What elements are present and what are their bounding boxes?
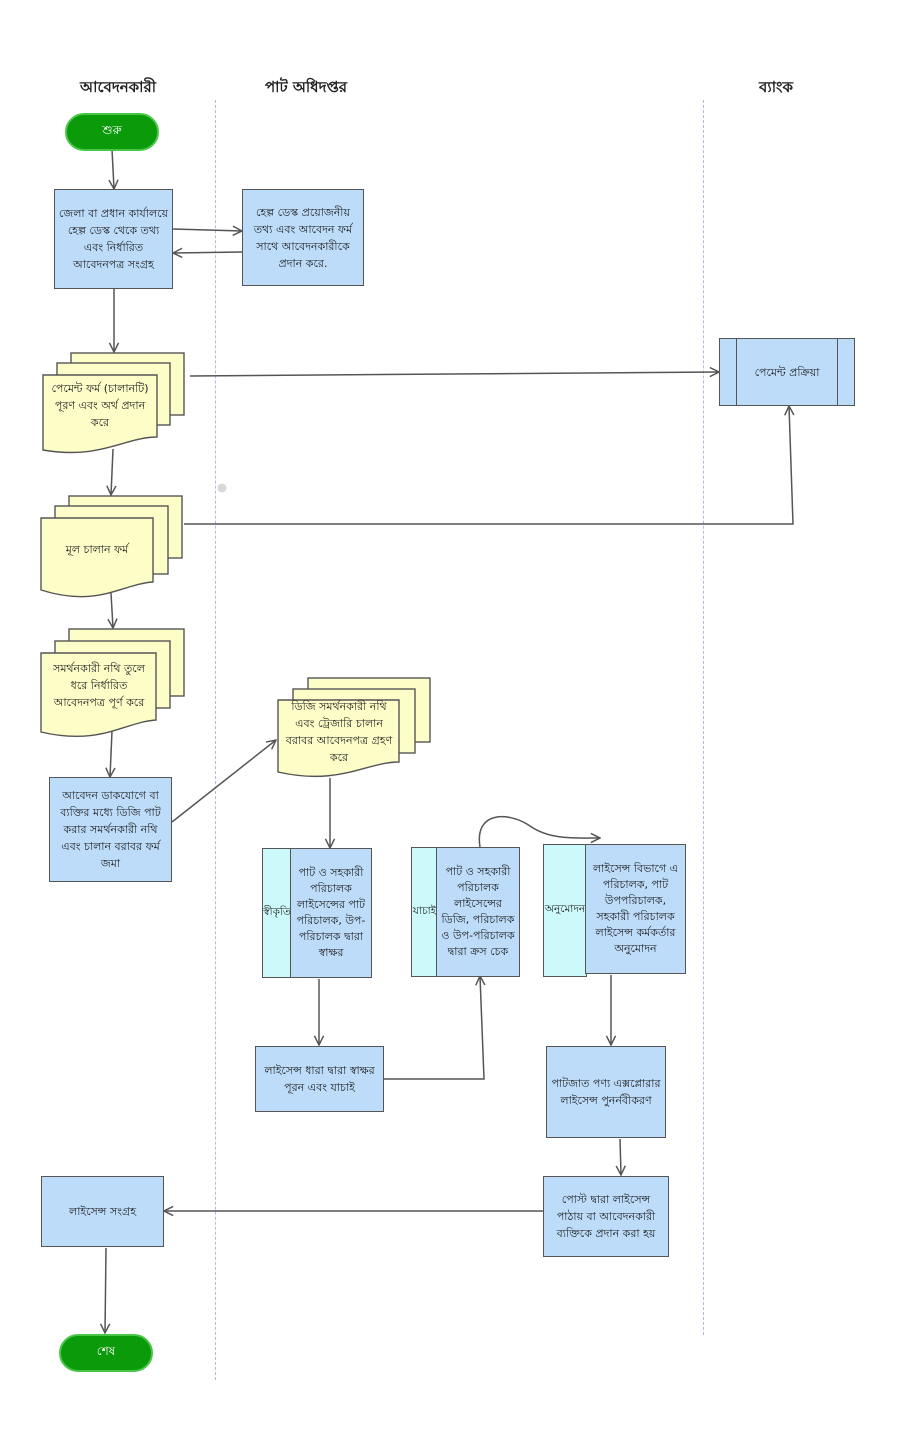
approve-box: লাইসেন্স বিভাগে এ পরিচালক, পাট উপপরিচালক…	[585, 844, 686, 974]
payment-process-label: পেমেন্ট প্রক্রিয়া	[754, 365, 820, 379]
original-challan-text: মূল চালান ফর্ম	[65, 542, 129, 556]
connection-dot	[217, 483, 227, 493]
verify-tag: যাচাই	[411, 847, 438, 977]
start-terminal: শুরু	[65, 113, 159, 151]
lane-title-applicant: আবেদনকারী	[79, 78, 157, 96]
payment-process-right-bar	[837, 339, 838, 405]
renewal-box: পাটজাত পণ্য এক্সপ্লোরার লাইসেন্স পুনর্নব…	[546, 1046, 666, 1138]
lane-title-jute-department: পাট অধিদপ্তর	[264, 78, 348, 96]
payment-form-text: পেমেন্ট ফর্ম (চালানটি) পূরণ এবং অর্থ প্র…	[51, 381, 149, 429]
payment-process-left-bar	[736, 339, 737, 405]
license-sign-verify-box: লাইসেন্স ধারা দ্বারা স্বাক্ষর পূরন এবং য…	[255, 1046, 384, 1112]
send-license-box: পোস্ট দ্বারা লাইসেন্স পাঠায় বা আবেদনকার…	[543, 1176, 669, 1257]
help-desk-box: হেল্প ডেস্ক প্রয়োজনীয় তথ্য এবং আবেদন ফ…	[242, 189, 364, 286]
dg-receives-text: ডিজি সমর্থনকারী নথি এবং ট্রেজারি চালান ব…	[285, 700, 393, 764]
payment-form-document	[42, 352, 185, 454]
end-terminal: শেষ	[59, 1334, 153, 1372]
collect-forms-box: জেলা বা প্রধান কার্যালয়ে হেল্প ডেস্ক থে…	[54, 189, 173, 289]
submit-application-box: আবেদন ডাকযোগে বা ব্যক্তির মধ্যে ডিজি পাট…	[49, 777, 172, 882]
dg-receives-document	[277, 677, 431, 778]
lane-divider-2	[703, 100, 704, 1335]
sign-tag: স্বীকৃতি	[262, 848, 292, 978]
fill-application-document	[40, 628, 185, 738]
connectors	[105, 148, 793, 1333]
sign-box: পাট ও সহকারী পরিচালক লাইসেন্সের পাট পরিচ…	[290, 848, 372, 978]
original-challan-document	[40, 495, 183, 598]
lane-divider-1	[215, 100, 216, 1380]
payment-process-box: পেমেন্ট প্রক্রিয়া	[719, 338, 855, 406]
verify-box: পাট ও সহকারী পরিচালক লাইসেন্সের ডিজি, পর…	[436, 847, 520, 977]
lane-title-bank: ব্যাংক	[759, 78, 793, 96]
approve-tag: অনুমোদন	[543, 844, 587, 977]
collect-license-box: লাইসেন্স সংগ্রহ	[41, 1176, 164, 1247]
fill-application-text: সমর্থনকারী নথি তুলে ধরে নির্ধারিত আবেদনপ…	[53, 661, 145, 709]
